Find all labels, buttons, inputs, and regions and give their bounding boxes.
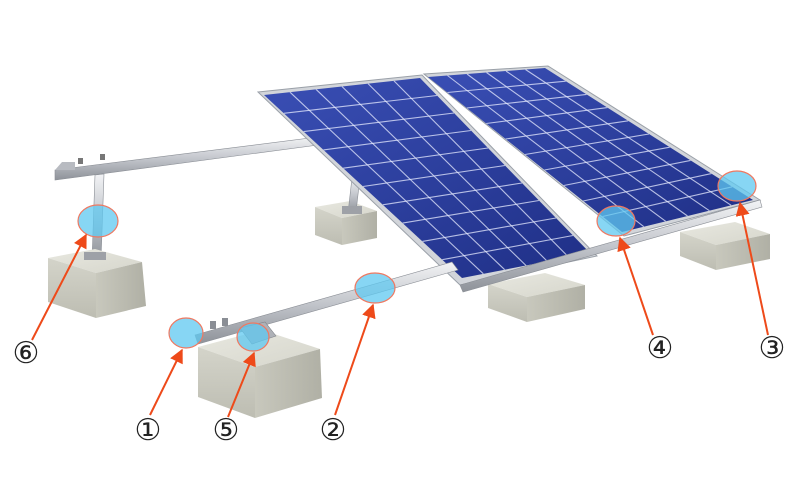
highlight-1 [168,317,204,349]
cell-gridline [283,94,438,114]
solar-cell-grid-left [283,80,574,275]
highlight-4 [596,205,636,237]
rear-left-rail [54,136,319,181]
arrow-6 [31,233,87,341]
cell-gridline [343,147,489,169]
cell-gridline [583,173,712,202]
highlight-5 [236,322,270,352]
cell-gridline [466,93,587,109]
ballast-block-left [48,249,146,318]
cell-gridline [505,120,629,140]
ballast-block-back-right [680,222,770,270]
arrow-5 [227,351,256,418]
cell-gridline [544,146,670,171]
highlight-markers [77,170,757,352]
callout-label-3: ③ [759,331,786,366]
ballast-block-middle [488,273,585,322]
highlight-6 [77,204,119,238]
callout-label-5: ⑤ [213,413,240,448]
solar-panel-right [422,65,762,237]
front-rail [194,261,459,345]
arrow-4 [617,236,654,336]
highlight-3 [717,170,757,202]
callout-label-6: ⑥ [13,336,40,371]
callout-label-1: ① [135,413,162,448]
solar-cell-grid-right [447,69,733,228]
cell-gridline [422,217,557,242]
cell-gridline [362,164,506,188]
arrow-3 [735,201,769,336]
cell-gridline [447,80,566,94]
cell-gridline [323,129,472,151]
solar-panel-left [256,74,598,286]
arrow-2 [334,303,376,416]
highlight-2 [354,272,396,304]
cell-gridline [402,199,540,224]
cell-gridline [524,133,650,156]
cell-gridline [382,182,523,206]
panel-bottom-frame [459,199,763,293]
callout-label-2: ② [320,413,347,448]
callout-label-4: ④ [647,331,674,366]
cell-gridline [563,159,691,187]
cell-gridline [442,234,574,261]
cell-gridline [486,107,608,125]
callout-arrows [31,201,769,418]
cell-gridline [303,112,455,133]
callout-labels: ① ⑤ ② ④ ③ ⑥ [13,331,786,448]
arrow-1 [149,348,183,416]
